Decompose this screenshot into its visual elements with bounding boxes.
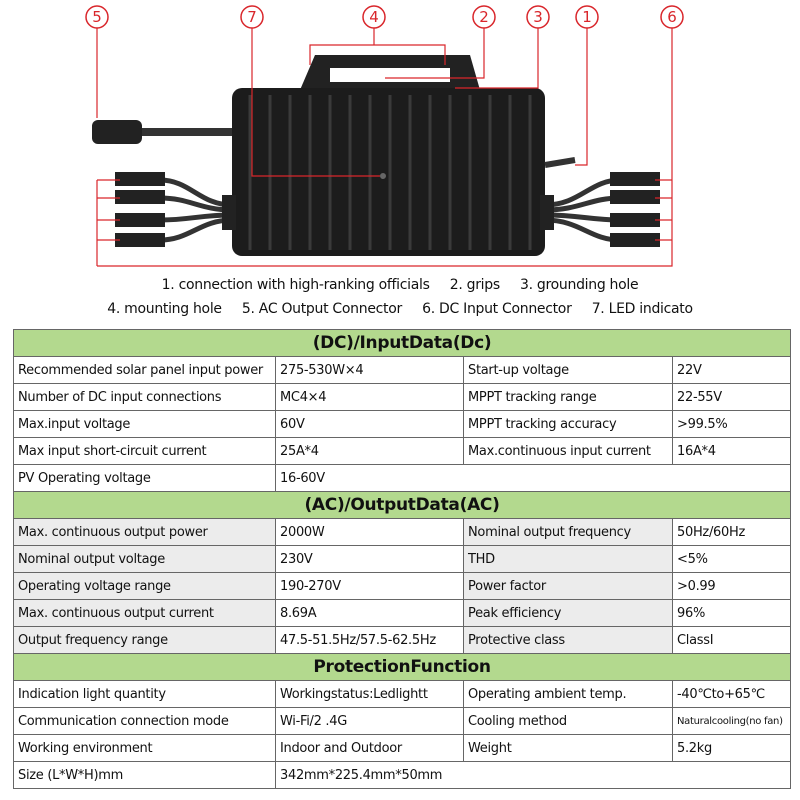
- callout-3: 3: [533, 8, 543, 26]
- callout-2: 2: [479, 8, 489, 26]
- spec-value: 190-270V: [275, 572, 464, 600]
- caption: 2. grips: [449, 277, 500, 293]
- spec-label: Number of DC input connections: [13, 383, 276, 411]
- section-title: ProtectionFunction: [12, 653, 792, 681]
- caption: 1. connection with high-ranking official…: [161, 277, 430, 293]
- section-header: (AC)/OutputData(AC): [12, 491, 792, 519]
- inverter-body: [232, 55, 545, 256]
- spec-value: -40℃to+65℃: [671, 680, 792, 708]
- spec-label: Weight: [463, 734, 673, 762]
- spec-value: 5.2kg: [671, 734, 792, 762]
- callout-6: 6: [667, 8, 677, 26]
- spec-value: 60V: [275, 410, 464, 438]
- spec-label: Max input short-circuit current: [13, 437, 276, 465]
- spec-value: 342mm*225.4mm*50mm: [274, 761, 792, 789]
- spec-label: Peak efficiency: [463, 599, 673, 627]
- callout-lines: [96, 28, 673, 267]
- spec-value: 230V: [275, 545, 464, 573]
- spec-value: ClassI: [671, 626, 792, 654]
- spec-value: 8.69A: [275, 599, 464, 627]
- spec-value: 22-55V: [671, 383, 792, 411]
- spec-label: Max.input voltage: [13, 410, 276, 438]
- spec-value: 16-60V: [274, 464, 792, 492]
- spec-value: <5%: [671, 545, 792, 573]
- callout-1: 1: [582, 8, 592, 26]
- spec-label: Nominal output frequency: [463, 518, 673, 546]
- spec-label: Nominal output voltage: [13, 545, 276, 573]
- spec-label: Communication connection mode: [13, 707, 276, 735]
- caption-line-2: 4. mounting hole 5. AC Output Connector …: [0, 301, 800, 317]
- section-header: (DC)/InputData(Dc): [12, 329, 792, 357]
- spec-label: Operating voltage range: [13, 572, 276, 600]
- spec-value: 275-530W×4: [275, 356, 464, 384]
- spec-label: Protective class: [463, 626, 673, 654]
- spec-value: >0.99: [671, 572, 792, 600]
- callout-7: 7: [247, 8, 257, 26]
- spec-label: Max.continuous input current: [463, 437, 673, 465]
- spec-label: Output frequency range: [13, 626, 276, 654]
- spec-value: MC4×4: [275, 383, 464, 411]
- spec-label: Recommended solar panel input power: [13, 356, 276, 384]
- spec-label: Power factor: [463, 572, 673, 600]
- caption: 7. LED indicato: [591, 301, 693, 317]
- spec-value: Naturalcooling(no fan): [671, 707, 792, 735]
- caption: 4. mounting hole: [107, 301, 222, 317]
- spec-label: Size (L*W*H)mm: [13, 761, 276, 789]
- spec-value: 25A*4: [275, 437, 464, 465]
- spec-value: 96%: [671, 599, 792, 627]
- spec-label: Working environment: [13, 734, 276, 762]
- spec-value: 47.5-51.5Hz/57.5-62.5Hz: [275, 626, 464, 654]
- spec-label: Start-up voltage: [463, 356, 673, 384]
- spec-value: 2000W: [275, 518, 464, 546]
- callout-markers: [85, 5, 684, 29]
- inverter-diagram: 5 7 4 2 3 1 6: [85, 5, 684, 267]
- section-header: ProtectionFunction: [12, 653, 792, 681]
- spec-label: MPPT tracking range: [463, 383, 673, 411]
- spec-value: 16A*4: [671, 437, 792, 465]
- spec-value: >99.5%: [671, 410, 792, 438]
- section-title: (AC)/OutputData(AC): [12, 491, 792, 519]
- spec-label: Indication light quantity: [13, 680, 276, 708]
- caption: 5. AC Output Connector: [241, 301, 402, 317]
- spec-value: Workingstatus:Ledlightt: [275, 680, 464, 708]
- ac-output-cable: [92, 120, 232, 144]
- spec-label: Operating ambient temp.: [463, 680, 673, 708]
- section-title: (DC)/InputData(Dc): [12, 329, 792, 357]
- callout-5: 5: [92, 8, 102, 26]
- spec-label: MPPT tracking accuracy: [463, 410, 673, 438]
- caption-line-1: 1. connection with high-ranking official…: [0, 277, 800, 293]
- caption: 3. grounding hole: [520, 277, 639, 293]
- caption: 6. DC Input Connector: [422, 301, 572, 317]
- spec-label: Max. continuous output current: [13, 599, 276, 627]
- spec-value: Wi-Fi/2 .4G: [275, 707, 464, 735]
- callout-4: 4: [369, 8, 379, 26]
- spec-label: Max. continuous output power: [13, 518, 276, 546]
- spec-value: 22V: [671, 356, 792, 384]
- spec-table: (DC)/InputData(Dc)Recommended solar pane…: [12, 329, 792, 789]
- spec-label: Cooling method: [463, 707, 673, 735]
- spec-label: THD: [463, 545, 673, 573]
- spec-label: PV Operating voltage: [13, 464, 276, 492]
- spec-value: 50Hz/60Hz: [671, 518, 792, 546]
- spec-value: Indoor and Outdoor: [275, 734, 464, 762]
